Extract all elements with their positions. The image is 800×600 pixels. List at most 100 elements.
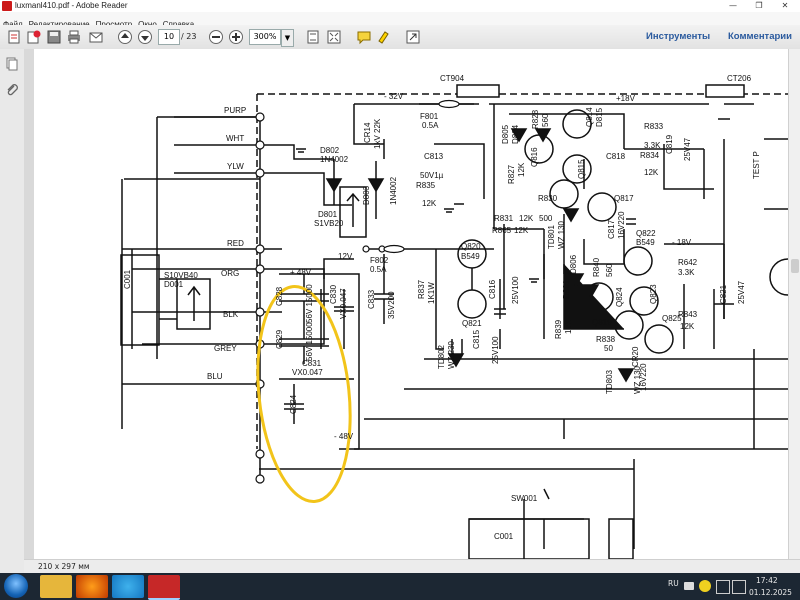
window-title: luxmanl410.pdf - Adobe Reader xyxy=(15,1,128,10)
wire-label-red: RED xyxy=(227,239,244,248)
telegram-icon[interactable] xyxy=(112,575,144,598)
label-c829: C829 xyxy=(275,329,284,349)
label-d801b: D801 xyxy=(562,279,571,299)
label-test: TEST P xyxy=(752,151,761,179)
label-q822v: B549 xyxy=(636,238,655,247)
page-number-input[interactable]: 10 xyxy=(158,29,180,45)
volume-icon[interactable] xyxy=(732,580,746,594)
label-r865v: 12K xyxy=(514,226,529,235)
label-c824: C824 xyxy=(289,394,298,414)
label-q815: Q815 xyxy=(577,159,586,179)
label-48v-neg: - 48V xyxy=(334,432,354,441)
full-screen-icon[interactable] xyxy=(326,29,342,45)
create-pdf-icon[interactable] xyxy=(26,29,42,45)
label-q820v: B549 xyxy=(461,252,480,261)
page-total: / 23 xyxy=(181,32,197,41)
label-r830: R830 xyxy=(538,194,558,203)
highlight-icon[interactable] xyxy=(376,29,392,45)
label-td802: TD802 xyxy=(437,344,446,369)
fit-page-icon[interactable] xyxy=(305,29,321,45)
save-icon[interactable] xyxy=(46,29,62,45)
notification-icon[interactable] xyxy=(699,580,711,592)
zoom-out-icon[interactable] xyxy=(208,29,224,45)
adobe-reader-taskbar-icon[interactable] xyxy=(148,575,180,600)
close-button[interactable]: ✕ xyxy=(781,1,789,10)
language-indicator[interactable]: RU xyxy=(668,579,679,588)
comments-link[interactable]: Комментарии xyxy=(728,31,792,42)
label-cr14v: 1kV 22K xyxy=(373,118,382,149)
menu-window[interactable]: Окно xyxy=(135,18,160,31)
label-q814: Q814 xyxy=(585,107,594,127)
attachments-icon[interactable] xyxy=(5,83,19,97)
document-view[interactable]: PURP WHT YLW RED ORG BLK GREY BLU CT904 … xyxy=(24,49,788,559)
label-cr14: CR14 xyxy=(363,122,372,143)
zoom-dropdown-chevron-icon[interactable]: ▼ xyxy=(281,29,294,47)
wire-label-blu: BLU xyxy=(207,372,223,381)
label-r840: R840 xyxy=(592,257,601,277)
label-r833: R833 xyxy=(644,122,664,131)
label-td802v: WZ 230 xyxy=(447,340,456,369)
wire-label-blk: BLK xyxy=(223,310,239,319)
label-d806: D806 xyxy=(569,254,578,274)
label-td803: TD803 xyxy=(605,369,614,394)
label-d801v: S1VB20 xyxy=(314,219,344,228)
label-c817: C817 xyxy=(607,219,616,239)
menu-edit[interactable]: Редактирование xyxy=(26,18,93,31)
vertical-scrollbar[interactable] xyxy=(788,49,800,559)
label-ct904: CT904 xyxy=(440,74,465,83)
menu-help[interactable]: Справка xyxy=(160,18,197,31)
label-d804: D804 xyxy=(511,124,520,144)
label-c821: C821 xyxy=(719,284,728,304)
expand-icon[interactable] xyxy=(405,29,421,45)
label-r865: R865 xyxy=(492,226,512,235)
label-c818: C818 xyxy=(606,152,626,161)
label-r839v: 12K xyxy=(564,319,573,334)
pages-icon[interactable] xyxy=(5,57,19,71)
label-r837: R837 xyxy=(417,279,426,299)
email-icon[interactable] xyxy=(88,29,104,45)
minimize-button[interactable]: — xyxy=(729,1,737,10)
label-td801: TD801 xyxy=(547,224,556,249)
clock-time[interactable]: 17:42 xyxy=(756,576,778,585)
clock-date[interactable]: 01.12.2025 xyxy=(749,588,792,597)
print-icon[interactable] xyxy=(66,29,82,45)
label-c001: C001 xyxy=(123,269,132,289)
tools-link[interactable]: Инструменты xyxy=(646,31,711,42)
network-icon[interactable] xyxy=(716,580,730,594)
scrollbar-thumb[interactable] xyxy=(791,259,799,273)
next-page-icon[interactable] xyxy=(137,29,153,45)
maximize-button[interactable]: ❐ xyxy=(755,1,763,10)
menu-view[interactable]: Просмотр xyxy=(93,18,136,31)
menu-file[interactable]: Файл xyxy=(0,18,26,31)
label-cr20v: 16V220 xyxy=(639,363,648,391)
label-s10vb40: S10VB40 xyxy=(164,271,198,280)
label-r839: R839 xyxy=(554,319,563,339)
comment-icon[interactable] xyxy=(356,29,372,45)
label-c815v: 25V100 xyxy=(491,336,500,364)
label-r835: R835 xyxy=(416,181,436,190)
label-q823: Q823 xyxy=(649,284,658,304)
zoom-level-input[interactable]: 300% xyxy=(249,29,281,45)
label-q820: Q820 xyxy=(461,242,481,251)
wire-label-grey: GREY xyxy=(214,344,237,353)
label-c815: C815 xyxy=(472,329,481,349)
wire-label-wht: WHT xyxy=(226,134,244,143)
explorer-icon[interactable] xyxy=(40,575,72,598)
zoom-in-icon[interactable] xyxy=(228,29,244,45)
create-pdf-icon[interactable] xyxy=(6,29,22,45)
previous-page-icon[interactable] xyxy=(117,29,133,45)
label-c817v: 16V220 xyxy=(617,211,626,239)
label-r834v: 12K xyxy=(644,168,659,177)
label-q816: Q816 xyxy=(530,147,539,167)
label-c828v: 56V 15000 xyxy=(305,284,314,323)
wire-label-ylw: YLW xyxy=(227,162,244,171)
label-d803: D803 xyxy=(362,185,371,205)
label-c819: C819 xyxy=(665,134,674,154)
firefox-icon[interactable] xyxy=(76,575,108,598)
windows-start-icon[interactable] xyxy=(4,574,28,598)
label-q824: Q824 xyxy=(615,287,624,307)
label-c831v: VX0.047 xyxy=(292,368,323,377)
label-c816: C816 xyxy=(488,279,497,299)
chevron-up-icon[interactable] xyxy=(684,582,694,590)
label-r843: R843 xyxy=(678,310,698,319)
